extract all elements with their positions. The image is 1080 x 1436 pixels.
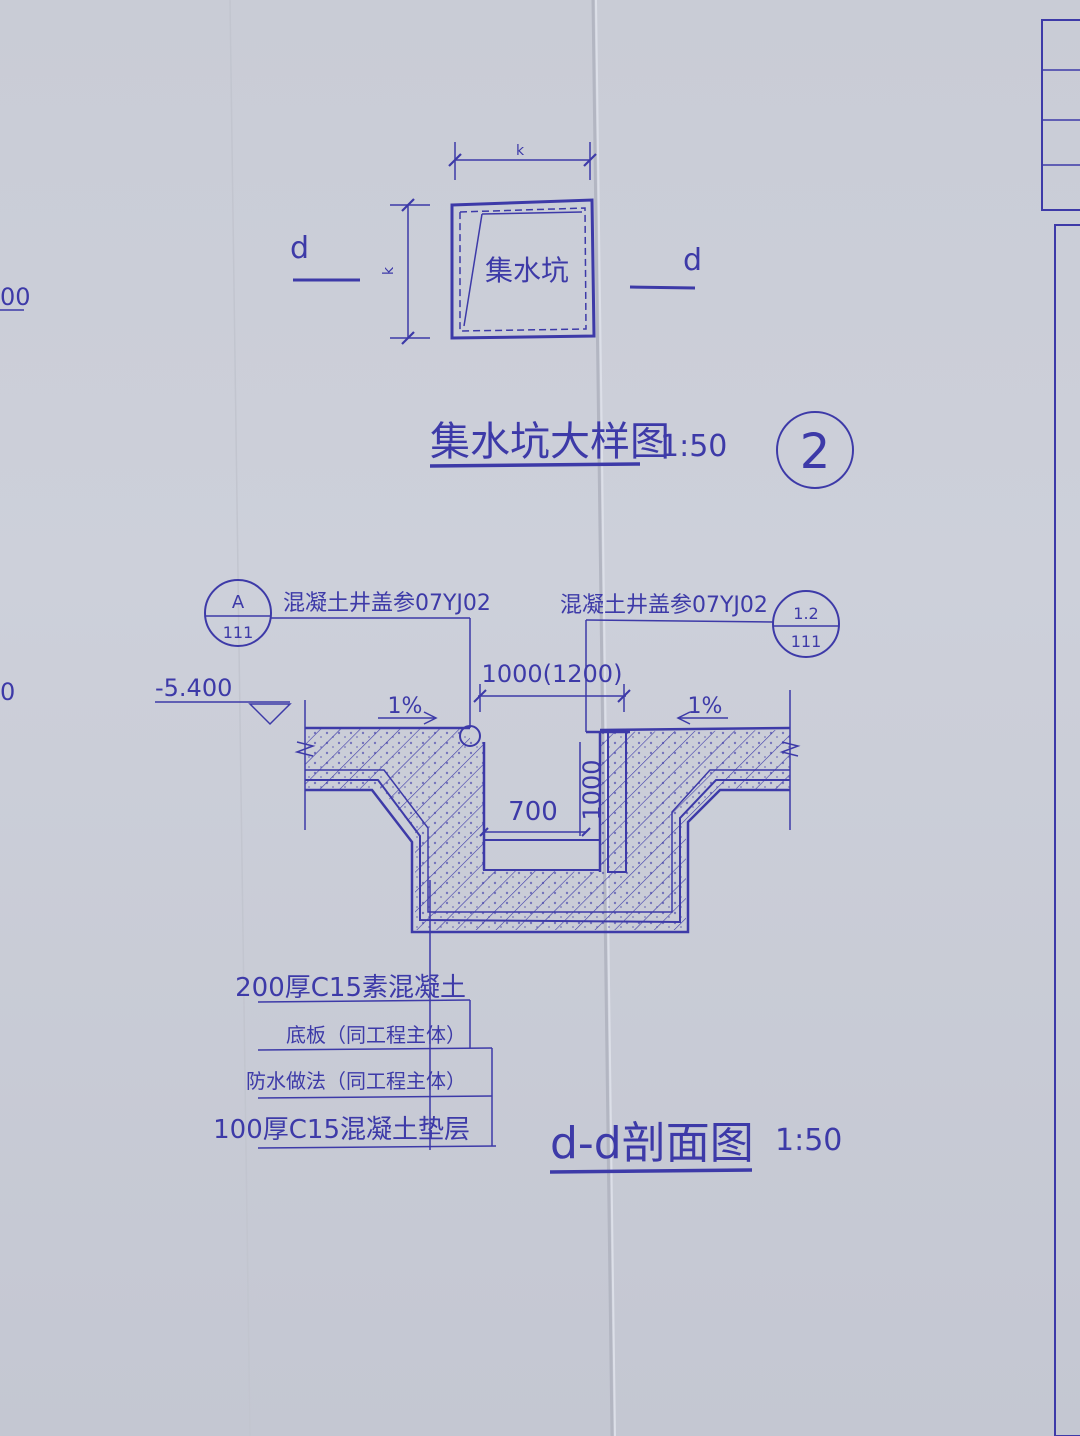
pit-inner-dashed: [459, 207, 587, 332]
leader-right: [585, 619, 774, 623]
cut-mark-left-letter: d: [290, 231, 309, 266]
layer-2: 底板（同工程主体）: [286, 1023, 466, 1047]
callout-right-circle: [772, 590, 840, 658]
plan-dim-width-label: k: [516, 143, 525, 159]
cushion-line-outer: [305, 788, 790, 934]
slope-left-label: 1%: [388, 694, 423, 719]
section-title-block: d-d剖面图 1:50: [549, 1118, 842, 1174]
plan-title-block: 集水坑大样图 1:50 2: [429, 411, 854, 489]
slope-right-label: 1%: [688, 694, 723, 719]
cut-mark-right-line: [629, 285, 696, 290]
layer-4: 100厚C15混凝土垫层: [213, 1115, 470, 1145]
callout-right-bottom: 111: [791, 632, 822, 651]
paper-fold-left: [229, 0, 251, 1436]
section-title-scale: 1:50: [775, 1123, 842, 1158]
paper-fold-vertical: [591, 0, 614, 1436]
waterproof-line-outer: [305, 779, 790, 924]
edge-mark-top: 00: [0, 283, 31, 311]
note-left: 混凝土井盖参07YJ02: [283, 591, 491, 616]
paper-fold-highlight: [595, 0, 616, 1436]
pit-section-view: 700 1000 1000(1200) 1% 1% -5.400 A 111 混…: [155, 579, 840, 934]
callout-right-top: 1.2: [793, 604, 818, 623]
layer-legend: 200厚C15素混凝土 底板（同工程主体） 防水做法（同工程主体） 100厚C1…: [213, 880, 497, 1150]
layer-1: 200厚C15素混凝土: [235, 973, 466, 1003]
layer-3: 防水做法（同工程主体）: [246, 1069, 466, 1093]
edge-mark-mid: 0: [0, 678, 15, 706]
section-title: d-d剖面图: [550, 1118, 754, 1169]
note-right: 混凝土井盖参07YJ02: [560, 593, 768, 618]
dim-depth-label: 1000: [578, 759, 606, 820]
title-block-fragment: [1041, 19, 1080, 1436]
slab-line: [305, 769, 790, 913]
cut-mark-right-letter: d: [683, 243, 702, 278]
concrete-aggregate: [305, 728, 790, 930]
detail-number-circle: [776, 411, 854, 489]
plan-dim-height-label: k: [381, 266, 397, 275]
callout-left-bottom: 111: [223, 623, 254, 642]
pit-slope-line: [463, 213, 483, 327]
callout-left-circle: [204, 579, 272, 647]
plan-title: 集水坑大样图: [430, 419, 670, 465]
plan-title-underline: [429, 462, 641, 468]
elevation-triangle-icon: [248, 703, 292, 726]
pit-label: 集水坑: [485, 254, 569, 287]
section-title-underline: [549, 1168, 753, 1174]
dim-top-label: 1000(1200): [482, 660, 623, 688]
pit-plan-view: k k 集水坑 d d: [290, 142, 702, 345]
pit-bottom-fill: [483, 839, 601, 871]
elevation-label: -5.400: [155, 674, 232, 702]
callout-left-top: A: [232, 592, 245, 613]
dim-width-label: 700: [508, 797, 558, 827]
detail-number: 2: [800, 424, 831, 480]
plan-title-scale: 1:50: [660, 429, 727, 464]
floor-surface-right: [599, 726, 791, 732]
pit-outline: [450, 198, 596, 340]
